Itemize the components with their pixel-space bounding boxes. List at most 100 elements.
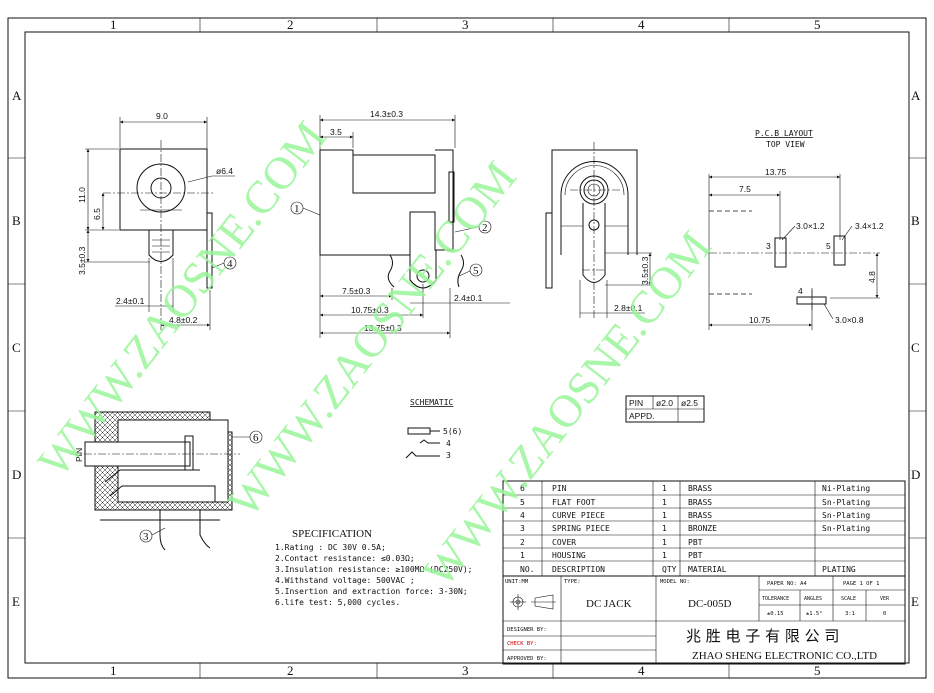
company-name-english: ZHAO SHENG ELECTRONIC CO.,LTD [692, 650, 877, 662]
rear-view: 3.5±0.3 2.8±0.1 [545, 142, 652, 320]
projection-symbol-icon [510, 594, 556, 610]
title-block: UNIT:MM TYPE: DC JACK MODEL NO: DC-005D … [502, 575, 906, 665]
callout-2: 2 [482, 222, 488, 234]
dim-pin3: 7.5±0.3 [342, 286, 371, 296]
row-marker: B [12, 213, 21, 228]
ver-label: VER [880, 596, 890, 602]
unit-label: UNIT:MM [505, 579, 529, 585]
tolerance-value: ±0.15 [767, 611, 784, 617]
col-marker: 3 [462, 17, 469, 32]
callout-1: 1 [294, 203, 300, 215]
bom-cell-no: 6 [520, 484, 525, 493]
col-marker: 4 [638, 663, 645, 678]
col-marker: 1 [110, 663, 117, 678]
spec-title: SPECIFICATION [292, 528, 372, 540]
bom-cell-no: 4 [520, 511, 525, 520]
bom-cell-plating: Ni-Plating [822, 484, 870, 493]
check-label: CHECK BY: [507, 641, 537, 647]
dim-center-height: 6.5 [92, 208, 102, 220]
row-marker: C [911, 340, 920, 355]
row-marker: E [911, 594, 919, 609]
bom-cell-no: 5 [520, 498, 525, 507]
bom-cell-material: MATERIAL [688, 565, 727, 574]
callout-5: 5 [473, 265, 479, 277]
bom-cell-no: 1 [520, 551, 525, 560]
pcb-title: P.C.B LAYOUT [755, 129, 813, 138]
callout-3: 3 [143, 531, 149, 543]
model-value: DC-005D [688, 598, 731, 610]
dim-step: 3.5 [330, 127, 342, 137]
dim-foot-offset: 4.8±0.2 [169, 315, 198, 325]
dim-pin-width: 2.8±0.1 [614, 303, 643, 313]
designer-label: DESIGNER BY: [507, 627, 547, 633]
col-marker: 2 [287, 663, 294, 678]
col-marker: 2 [287, 17, 294, 32]
spec-line: 2.Contact resistance: ≤0.03Ω; [275, 554, 415, 563]
angles-value: ±1.5° [806, 611, 823, 617]
bom-cell-material: BRASS [688, 511, 712, 520]
pin-table-header: ø2.5 [681, 398, 698, 408]
row-markers: A B C D E A B C D E [12, 88, 921, 609]
model-label: MODEL NO: [660, 579, 690, 585]
bom-cell-material: BRASS [688, 484, 712, 493]
tolerance-label: TOLERANCE [762, 596, 789, 602]
schematic-label: 3 [446, 451, 451, 460]
column-markers: 1 2 3 4 5 1 2 3 4 5 [110, 17, 821, 678]
row-marker: E [12, 594, 20, 609]
paper-no: PAPER NO: A4 [767, 581, 807, 587]
spec-line: 3.Insulation resistance: ≥100MΩ (DC250V)… [275, 565, 472, 574]
side-view: 14.3±0.3 3.5 7.5±0.3 10.75±0.3 13.75±0.3… [290, 109, 510, 338]
bom-cell-qty: 1 [662, 511, 667, 520]
bom-cell-desc: CURVE PIECE [552, 511, 605, 520]
bom-cell-no: 2 [520, 538, 525, 547]
bom-cell-qty: 1 [662, 538, 667, 547]
bom-cell-qty: QTY [662, 565, 677, 574]
callout-4: 4 [227, 258, 233, 270]
spec-line: 1.Rating : DC 30V 0.5A; [275, 543, 386, 552]
bom-cell-plating: Sn-Plating [822, 524, 870, 533]
pin-label: PIN [74, 448, 84, 462]
pad3-size: 3.0×1.2 [796, 221, 825, 231]
col-marker: 1 [110, 17, 117, 32]
row-marker: D [911, 467, 920, 482]
dim-pin5: 13.75±0.3 [364, 323, 402, 333]
ver-value: 0 [883, 611, 886, 617]
scale-value: 3:1 [845, 611, 855, 617]
watermark: WWW.ZAOSNE.COM WWW.ZAOSNE.COM WWW.ZAOSNE… [28, 112, 721, 596]
pcb-subtitle: TOP VIEW [766, 140, 805, 149]
bom-cell-desc: PIN [552, 484, 567, 493]
schematic-label: 5(6) [443, 427, 462, 436]
spec-line: 5.Insertion and extraction force: 3-30N; [275, 587, 468, 596]
spec-line: 6.life test: 5,000 cycles. [275, 598, 400, 607]
bom-cell-plating: PLATING [822, 565, 856, 574]
bom-cell-material: PBT [688, 551, 703, 560]
specification: SPECIFICATION 1.Rating : DC 30V 0.5A; 2.… [275, 528, 472, 607]
bom-cell-material: BRASS [688, 498, 712, 507]
dim-pin-length: 3.5±0.3 [640, 256, 650, 285]
row-marker: D [12, 467, 21, 482]
company-name-chinese: 兆 胜 电 子 有 限 公 司 [686, 627, 839, 645]
bom-cell-material: PBT [688, 538, 703, 547]
dim-total: 13.75 [765, 167, 787, 177]
page-number: PAGE 1 OF 1 [843, 581, 879, 587]
dim-length: 14.3±0.3 [370, 109, 403, 119]
sheet-frame [7, 17, 927, 679]
bom-cell-qty: 1 [662, 524, 667, 533]
section-view: PIN 6 3 [70, 411, 263, 551]
pin-table-cell: APPD. [629, 411, 655, 421]
bom-cell-desc: FLAT FOOT [552, 498, 596, 507]
approved-label: APPROVED BY: [507, 656, 547, 662]
bom-cell-desc: SPRING PIECE [552, 524, 610, 533]
bom-cell-qty: 1 [662, 484, 667, 493]
dim-offset: 4.8 [867, 271, 877, 283]
schematic: SCHEMATIC 5(6) 4 3 [405, 398, 462, 460]
bom-cell-plating: Sn-Plating [822, 498, 870, 507]
bom-cell-plating: Sn-Plating [822, 511, 870, 520]
row-marker: C [12, 340, 21, 355]
pin-table-header: PIN [629, 398, 643, 408]
bom-cell-desc: COVER [552, 538, 576, 547]
bom-cell-desc: HOUSING [552, 551, 586, 560]
angles-label: ANGLES [804, 596, 822, 602]
